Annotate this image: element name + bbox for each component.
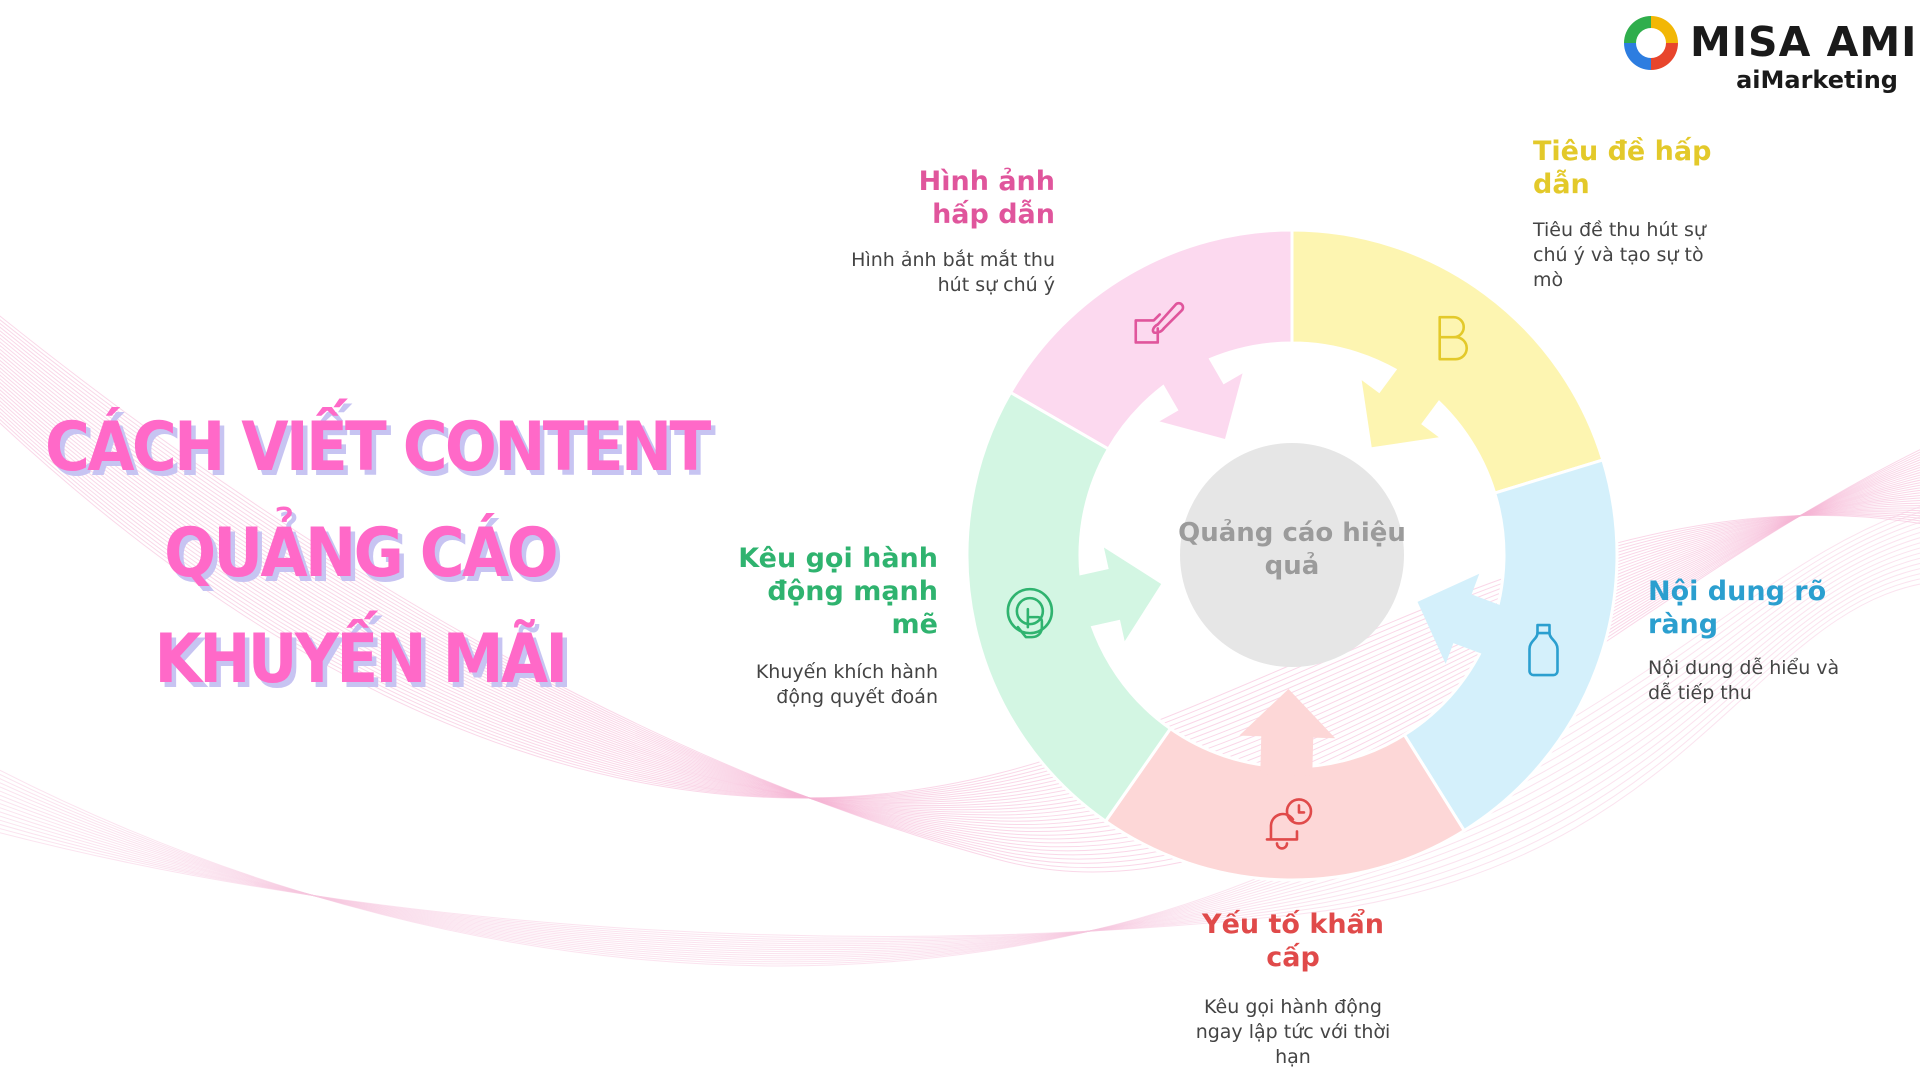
brand-subtitle: aiMarketing [1736,66,1898,94]
alarm-bell-icon [1265,798,1313,850]
segment-desc-keu-goi: Khuyến khích hành động quyết đoán [755,661,938,708]
logo: MISA AMIS aiMarketing [1620,12,1920,100]
segment-desc-hinh-anh: Hình ảnh bắt mắt thu hút sự chú ý [851,249,1055,296]
segment-title-khan-cap: Yếu tố khẩn cấp [1202,909,1384,973]
arrow-keu-goi [1071,547,1162,642]
paintbrush-icon [1134,301,1185,344]
segment-desc-tieu-de: Tiêu đề thu hút sự chú ý và tạo sự tò mò [1533,219,1706,291]
segment-ring-tieu-de [1290,228,1605,495]
segment-title-noi-dung: Nội dung rõ ràng [1648,576,1827,640]
segment-title-tieu-de: Tiêu đề hấp dẫn [1533,136,1712,200]
center-disc [1180,443,1404,667]
diagram-center-label: Quảng cáo hiệu quả [1178,518,1406,581]
tap-hand-icon [1006,587,1054,639]
segment-desc-noi-dung: Nội dung dễ hiểu và dễ tiếp thu [1648,657,1840,704]
arrow-hinh-anh [1159,351,1243,439]
page-title: CÁCH VIẾT CONTENT QUẢNG CÁO KHUYẾN MÃI [10,395,711,713]
segment-keu-goi [965,390,1173,824]
segment-khan-cap [1103,688,1467,882]
bold-b-icon [1438,315,1468,361]
segment-ring-keu-goi [965,390,1173,824]
arrow-khan-cap [1239,688,1336,776]
title-line-2: QUẢNG CÁO [164,514,559,593]
misa-logo-icon [1624,16,1678,70]
segment-ring-noi-dung [1402,458,1619,833]
title-line-3: KHUYẾN MÃI [154,620,568,699]
arrow-noi-dung [1417,573,1508,664]
segment-desc-khan-cap: Kêu gọi hành động ngay lập tức với thời … [1195,996,1391,1068]
segment-title-hinh-anh: Hình ảnh hấp dẫn [918,166,1055,230]
arrow-tieu-de [1361,362,1444,448]
segment-noi-dung [1402,458,1619,833]
title-line-1: CÁCH VIẾT CONTENT [45,408,711,487]
segment-title-keu-goi: Kêu gọi hành động mạnh mẽ [738,543,938,640]
segment-ring-khan-cap [1103,726,1467,882]
brand-name: MISA AMIS [1690,18,1920,66]
bottle-icon [1528,623,1559,677]
segment-tieu-de [1290,228,1605,495]
